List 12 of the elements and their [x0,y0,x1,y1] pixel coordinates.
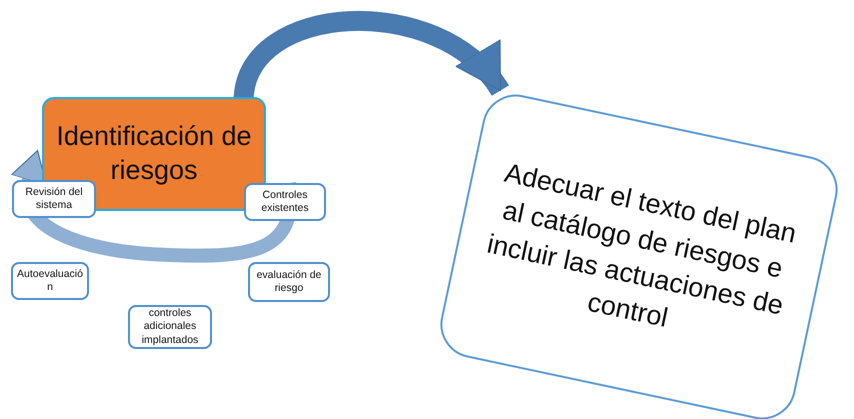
box-text: Revisión del sistema [24,186,84,212]
step-box [11,262,89,300]
step-box [244,183,326,221]
box-text: Adecuar el texto del plan al catálogo de riesgos e incluir las actuaciones de control [484,156,800,336]
step-box [12,180,96,218]
box-text: controles adicionales implantados [140,307,200,347]
step-box [248,262,330,302]
box-text: Identificación de riesgos [55,120,253,187]
box-text: Controles existentes [260,188,310,216]
box-text: Autoevaluación [16,268,84,294]
box-text: evaluación de riesgo [256,268,322,296]
step-box [128,305,212,349]
